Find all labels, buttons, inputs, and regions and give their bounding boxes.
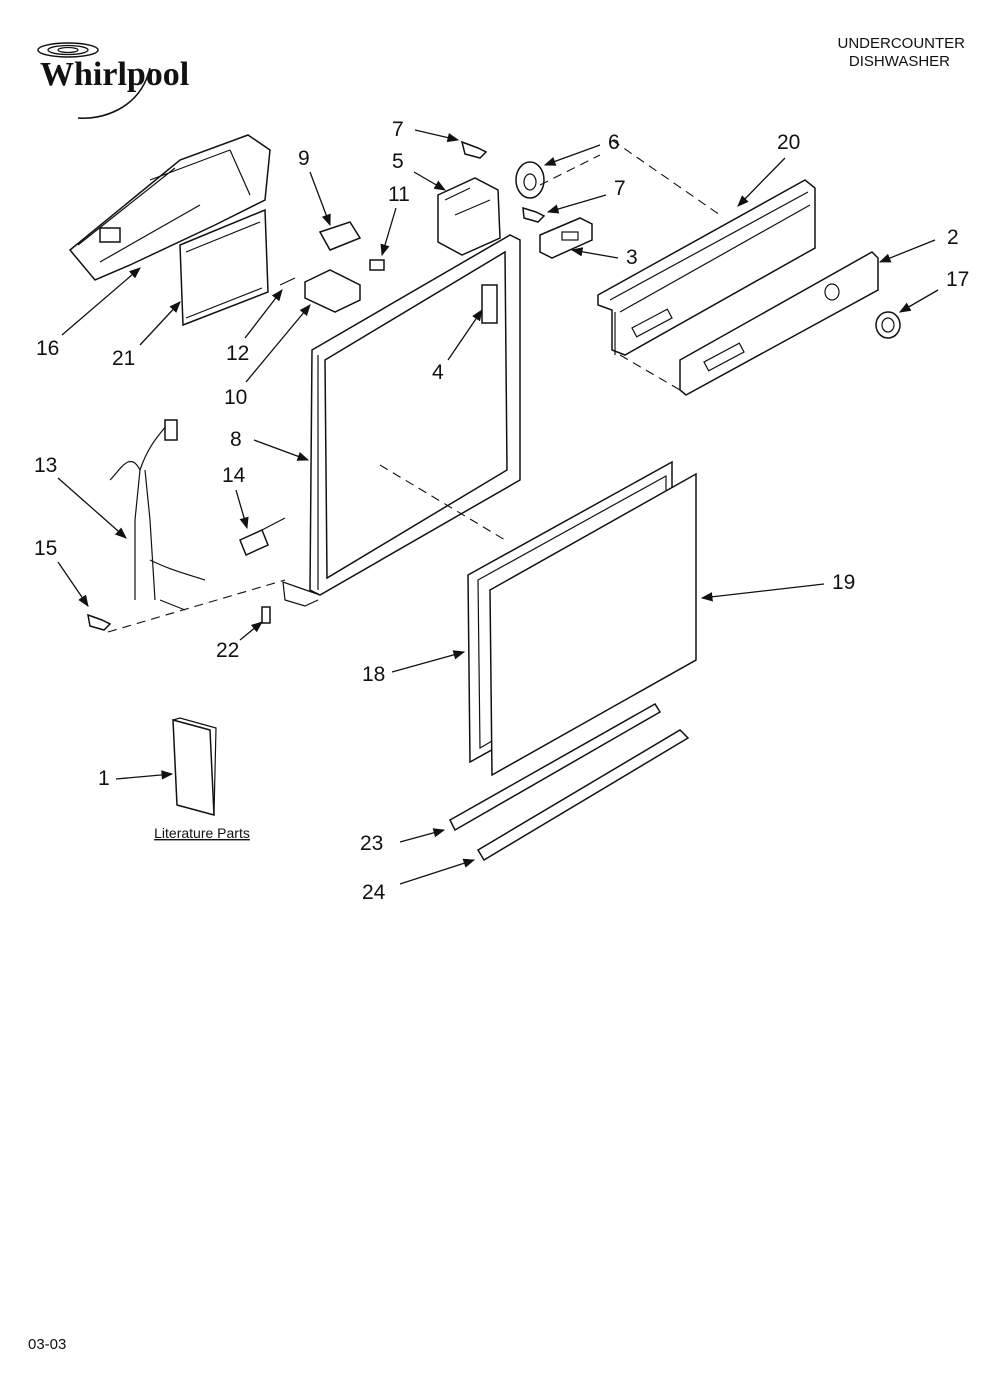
callout-12: 12 [226, 289, 283, 365]
callout-5: 5 [392, 150, 447, 191]
outer-door-panel-part [489, 472, 697, 777]
control-housing-part [68, 134, 271, 281]
callout-22: 22 [216, 621, 263, 662]
callout-13: 13 [34, 454, 127, 539]
svg-text:14: 14 [222, 464, 246, 487]
wire-harness-part [109, 419, 206, 611]
callout-7-top: 7 [392, 118, 460, 143]
callout-11: 11 [380, 183, 410, 257]
harness-screw-part [87, 613, 112, 631]
svg-text:20: 20 [777, 131, 800, 154]
callout-21: 21 [112, 301, 181, 370]
inner-door-frame-part [282, 234, 521, 607]
svg-text:9: 9 [298, 147, 310, 170]
header-line-1: UNDERCOUNTER [838, 35, 966, 52]
screw-part-right [522, 206, 546, 223]
callout-1: 1 [98, 767, 174, 790]
callout-16: 16 [36, 267, 141, 360]
panel-insert-part [179, 208, 269, 327]
svg-text:17: 17 [946, 268, 969, 291]
svg-text:5: 5 [392, 150, 404, 173]
callout-4: 4 [432, 309, 483, 384]
rod-part [279, 277, 296, 286]
svg-text:1: 1 [98, 767, 110, 790]
knob-part [875, 311, 901, 339]
callout-15: 15 [34, 537, 89, 607]
screw-part-top [460, 140, 488, 159]
console-part [679, 251, 879, 396]
callout-17: 17 [898, 268, 969, 313]
control-panel-part [597, 179, 816, 356]
latch-part [437, 177, 501, 256]
header-line-2: DISHWASHER [849, 53, 950, 70]
kick-trim-part [476, 729, 690, 862]
svg-text:23: 23 [360, 832, 383, 855]
callout-24: 24 [362, 858, 476, 904]
svg-text:8: 8 [230, 428, 242, 451]
hinge-part [539, 217, 593, 259]
svg-text:24: 24 [362, 881, 386, 904]
svg-text:11: 11 [388, 183, 410, 206]
callout-9: 9 [298, 147, 331, 227]
svg-text:15: 15 [34, 537, 57, 560]
connector-part [239, 517, 286, 557]
clip-part [261, 606, 271, 624]
svg-text:4: 4 [432, 361, 444, 384]
svg-text:13: 13 [34, 454, 57, 477]
svg-text:22: 22 [216, 639, 239, 662]
callout-23: 23 [360, 828, 446, 855]
callout-8: 8 [230, 428, 310, 461]
callout-3: 3 [570, 246, 638, 269]
callout-10: 10 [224, 304, 311, 409]
svg-text:19: 19 [832, 571, 855, 594]
svg-text:7: 7 [614, 177, 626, 200]
lower-trim-part [449, 702, 662, 832]
callout-7-right: 7 [546, 177, 626, 214]
callout-19: 19 [700, 571, 855, 602]
callout-18: 18 [362, 650, 466, 686]
literature-booklet-part [172, 717, 217, 816]
svg-text:12: 12 [226, 342, 249, 365]
footer-code: 03-03 [28, 1336, 66, 1353]
callout-14: 14 [222, 464, 249, 530]
whirlpool-logo: Whirlpool [37, 42, 189, 120]
callout-2: 2 [878, 226, 959, 263]
svg-text:6: 6 [608, 131, 620, 154]
callout-6: 6 [543, 131, 620, 166]
svg-text:16: 16 [36, 337, 59, 360]
literature-caption: Literature Parts [154, 825, 250, 841]
svg-text:3: 3 [626, 246, 638, 269]
svg-text:2: 2 [947, 226, 959, 249]
callout-20: 20 [737, 131, 800, 207]
svg-text:18: 18 [362, 663, 385, 686]
svg-text:10: 10 [224, 386, 247, 409]
switch-part [318, 221, 385, 271]
svg-text:7: 7 [392, 118, 404, 141]
brand-name: Whirlpool [40, 56, 189, 93]
svg-text:21: 21 [112, 347, 135, 370]
cam-part [515, 161, 545, 199]
bracket-part [304, 269, 361, 313]
